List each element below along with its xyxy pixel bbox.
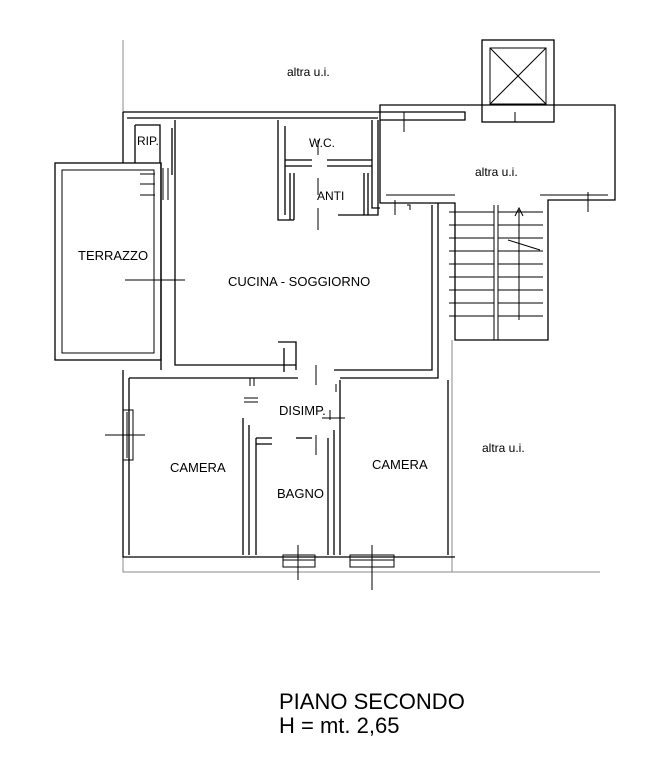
label-terrazzo: TERRAZZO [78, 248, 148, 263]
label-anti: ANTI [317, 189, 344, 203]
label-bagno: BAGNO [277, 486, 324, 501]
terrace [54, 162, 185, 361]
label-wc: W.C. [309, 136, 335, 150]
label-rip: RIP. [137, 134, 159, 148]
label-camera-left: CAMERA [170, 460, 226, 475]
label-cucina-soggiorno: CUCINA - SOGGIORNO [228, 274, 370, 289]
plan-caption: PIANO SECONDO H = mt. 2,65 [279, 690, 465, 738]
ceiling-height: H = mt. 2,65 [279, 713, 400, 738]
label-altra-right: altra u.i. [482, 441, 525, 455]
windows [105, 409, 395, 590]
outer-walls [122, 111, 466, 558]
rip-closet [134, 124, 161, 163]
label-altra-stair: altra u.i. [475, 165, 518, 179]
label-disimp: DISIMP. [279, 403, 326, 418]
wc-anti [277, 120, 380, 230]
label-camera-right: CAMERA [372, 457, 428, 472]
bedrooms-bathroom [242, 380, 449, 555]
floor-plan: altra u.i. altra u.i. altra u.i. RIP. W.… [54, 39, 616, 590]
floor-name: PIANO SECONDO [279, 689, 465, 714]
stair-block [379, 39, 616, 341]
corridor [244, 341, 345, 455]
label-altra-top: altra u.i. [287, 65, 330, 79]
neighbour-boundaries [122, 40, 600, 573]
